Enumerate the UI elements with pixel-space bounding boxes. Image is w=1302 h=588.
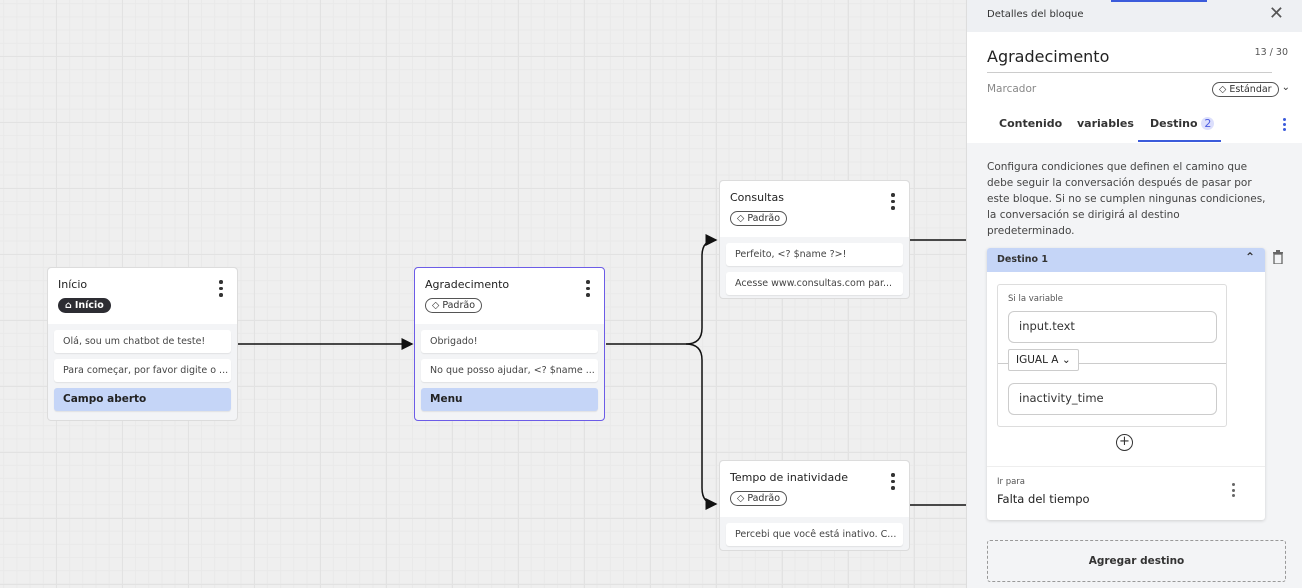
tab-label: Destino (1150, 117, 1198, 130)
condition-box: Si la variable input.text IGUAL A ⌄ inac… (997, 284, 1227, 427)
node-consultas[interactable]: Consultas ◇Padrão Perfeito, <? $name ?>!… (719, 180, 910, 299)
top-indicator (1111, 0, 1207, 2)
variable-input[interactable]: input.text (1008, 311, 1217, 343)
chevron-up-icon[interactable]: ⌃ (1244, 250, 1255, 264)
badge-label: Início (74, 300, 104, 311)
connectors (238, 234, 966, 510)
more-icon[interactable] (1232, 483, 1235, 500)
destination-title: Destino 1 (997, 254, 1048, 265)
message-item[interactable]: Perfeito, <? $name ?>! (726, 243, 903, 266)
goto-value[interactable]: Falta del tiempo (997, 492, 1090, 506)
message-item[interactable]: Para começar, por favor digite o ... (54, 359, 231, 382)
destination-card: Destino 1 ⌃ Si la variable input.text IGU… (987, 248, 1265, 520)
badge-label: Padrão (442, 300, 476, 311)
tag-icon: ◇ (737, 493, 745, 504)
more-icon[interactable] (891, 193, 895, 213)
close-icon[interactable]: ✕ (1268, 3, 1284, 24)
start-badge: ⌂Início (58, 298, 111, 313)
description: Configura condiciones que definen el cam… (987, 161, 1266, 237)
tab-variables[interactable]: variables (1077, 117, 1134, 130)
badge-label: Padrão (747, 493, 781, 504)
trash-icon[interactable] (1272, 250, 1284, 264)
tag-icon: ◇ (1219, 84, 1227, 95)
node-title: Tempo de inatividade (730, 471, 848, 484)
marker-label: Marcador (987, 83, 1037, 95)
home-icon: ⌂ (65, 300, 72, 311)
variable-label: Si la variable (1008, 294, 1064, 304)
more-icon[interactable] (219, 280, 223, 300)
operator-value: IGUAL A (1016, 354, 1059, 366)
tag-badge: ◇Padrão (730, 211, 788, 226)
marker-value: Estándar (1229, 84, 1272, 95)
tag-icon: ◇ (737, 213, 745, 224)
node-tempo-de-inatividade[interactable]: Tempo de inatividade ◇Padrão Percebi que… (719, 460, 910, 551)
input-item[interactable]: Campo aberto (54, 388, 231, 411)
connector-agradecimento-consultas (606, 234, 718, 345)
tab-destino[interactable]: Destino 2 (1150, 117, 1215, 130)
node-title: Consultas (730, 191, 784, 204)
goto-label: Ir para (997, 477, 1026, 487)
divider (987, 466, 1265, 467)
message-item[interactable]: Olá, sou um chatbot de teste! (54, 330, 231, 353)
chevron-down-icon[interactable]: ⌄ (1281, 82, 1290, 93)
destination-header[interactable]: Destino 1 ⌃ (987, 248, 1265, 272)
connector-agradecimento-tempo (685, 343, 718, 510)
node-title: Início (58, 278, 88, 291)
badge-label: Padrão (747, 213, 781, 224)
node-title: Agradecimento (425, 278, 510, 291)
tab-count-badge: 2 (1201, 117, 1215, 130)
block-name-input[interactable]: Agradecimento (987, 47, 1110, 66)
marker-select[interactable]: ◇Estándar (1212, 82, 1279, 97)
more-icon[interactable] (891, 473, 895, 493)
message-item[interactable]: Percebi que você está inativo. C... (726, 523, 903, 546)
char-count: 13 / 30 (1254, 47, 1288, 58)
panel-header: Detalles del bloque (987, 9, 1084, 20)
chevron-down-icon: ⌄ (1061, 354, 1071, 366)
active-tab-indicator (1138, 140, 1221, 142)
message-item[interactable]: Obrigado! (421, 330, 598, 353)
input-underline (987, 72, 1272, 73)
flow-canvas[interactable]: Início ⌂Início Olá, sou um chatbot de te… (0, 0, 966, 588)
message-item[interactable]: Acesse www.consultas.com par... (726, 272, 903, 295)
divider (998, 363, 1226, 364)
more-icon[interactable] (586, 280, 590, 300)
add-condition-icon[interactable]: + (1116, 434, 1133, 451)
tab-contenido[interactable]: Contenido (999, 117, 1063, 130)
operator-select[interactable]: IGUAL A ⌄ (1008, 349, 1079, 371)
input-item[interactable]: Menu (421, 388, 598, 411)
tag-badge: ◇Padrão (425, 298, 483, 313)
block-details-panel: Detalles del bloque ✕ Agradecimento 13 /… (966, 0, 1302, 588)
more-icon[interactable] (1283, 118, 1286, 133)
value-input[interactable]: inactivity_time (1008, 383, 1217, 415)
node-agradecimento[interactable]: Agradecimento ◇Padrão Obrigado! No que p… (414, 267, 605, 421)
node-inicio[interactable]: Início ⌂Início Olá, sou um chatbot de te… (47, 267, 238, 421)
message-item[interactable]: No que posso ajudar, <? $name ... (421, 359, 598, 382)
add-destination-button[interactable]: Agregar destino (987, 540, 1286, 582)
tag-badge: ◇Padrão (730, 491, 788, 506)
tag-icon: ◇ (432, 300, 440, 311)
